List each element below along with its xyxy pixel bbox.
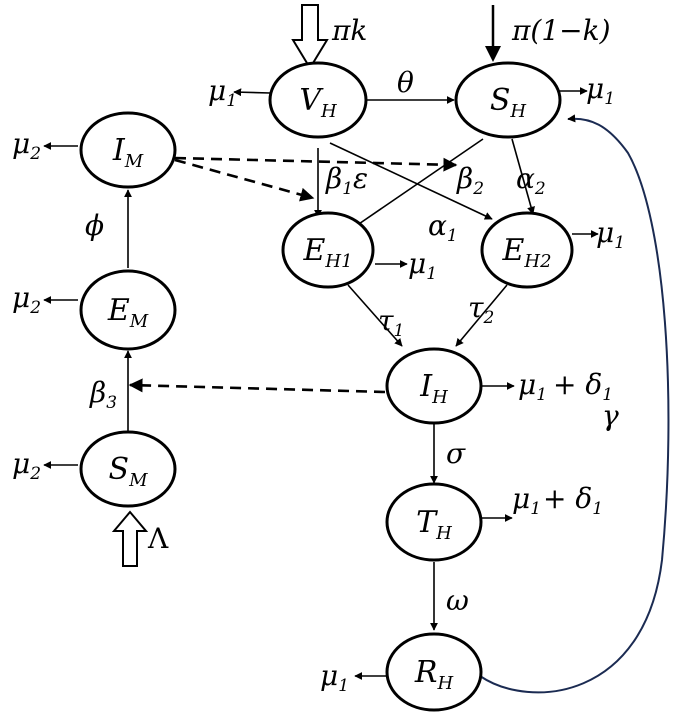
inflow-pi-one-minus-k-arrow — [485, 5, 501, 62]
svg-text:TH: TH — [416, 505, 452, 544]
label-tau1: τ1 — [378, 304, 404, 341]
inflow-pi-k-arrow — [291, 4, 329, 70]
node-RH: RH — [385, 632, 483, 712]
svg-text:EM: EM — [107, 293, 149, 332]
label-omega: ω — [446, 584, 469, 617]
svg-text:RH: RH — [414, 655, 454, 694]
edge-EH2-IH — [455, 284, 508, 347]
inflow-lambda-arrow — [111, 510, 149, 567]
label-mu1-delta1-TH: μ1+ δ1 — [512, 482, 603, 519]
label-mu1-VH: μ1 — [208, 74, 237, 111]
label-beta1-epsilon: β1ε — [325, 162, 368, 199]
edge-SH-EH2 — [511, 138, 535, 215]
dashed-IM-EH1 — [174, 158, 315, 202]
node-IH: IH — [385, 347, 483, 425]
outflow-VH — [233, 88, 271, 97]
label-lambda: Λ — [147, 522, 169, 555]
label-sigma: σ — [446, 437, 466, 470]
label-pi-one-minus-k: π(1−k) — [511, 14, 611, 47]
label-mu2-EM: μ2 — [12, 281, 41, 318]
svg-text:EH1: EH1 — [302, 233, 352, 272]
edge-VH-EH2 — [329, 142, 493, 220]
label-phi: ϕ — [85, 209, 104, 242]
dashed-IM-SH — [174, 156, 458, 172]
node-SM: SM — [79, 430, 177, 508]
node-IM: IM — [79, 111, 177, 189]
node-TH: TH — [385, 482, 483, 562]
node-EM: EM — [79, 269, 177, 351]
label-mu1-EH1: μ1 — [408, 247, 437, 284]
label-tau2: τ2 — [468, 291, 494, 328]
label-mu1-EH2: μ1 — [596, 216, 625, 253]
label-pi-k: πk — [331, 14, 367, 47]
label-mu1-SH: μ1 — [586, 72, 615, 109]
label-mu2-IM: μ2 — [12, 127, 41, 164]
label-mu1-delta1-IH: μ1+ δ1 — [518, 368, 613, 405]
label-theta: θ — [397, 66, 414, 99]
svg-text:IM: IM — [112, 133, 144, 172]
label-gamma: γ — [602, 399, 619, 432]
edge-SH-EH1 — [352, 138, 484, 229]
svg-text:EH2: EH2 — [501, 233, 551, 272]
svg-text:VH: VH — [299, 83, 337, 122]
edge-EH1-IH — [347, 284, 403, 347]
svg-text:IH: IH — [419, 369, 448, 408]
label-mu1-RH: μ1 — [320, 659, 349, 696]
svg-text:SH: SH — [490, 83, 527, 122]
node-SH: SH — [454, 61, 562, 139]
label-alpha1: α1 — [428, 209, 458, 246]
label-alpha2: α2 — [516, 162, 546, 199]
label-mu2-SM: μ2 — [12, 447, 41, 484]
edges — [43, 4, 670, 694]
node-EH1: EH1 — [281, 211, 375, 289]
label-beta3: β3 — [89, 376, 117, 413]
node-EH2: EH2 — [480, 211, 574, 289]
edge-RH-SH-gamma — [479, 114, 670, 694]
dashed-IH-SM — [128, 378, 386, 394]
label-beta2: β2 — [456, 162, 484, 199]
node-VH: VH — [268, 61, 368, 139]
svg-text:SM: SM — [109, 452, 149, 491]
